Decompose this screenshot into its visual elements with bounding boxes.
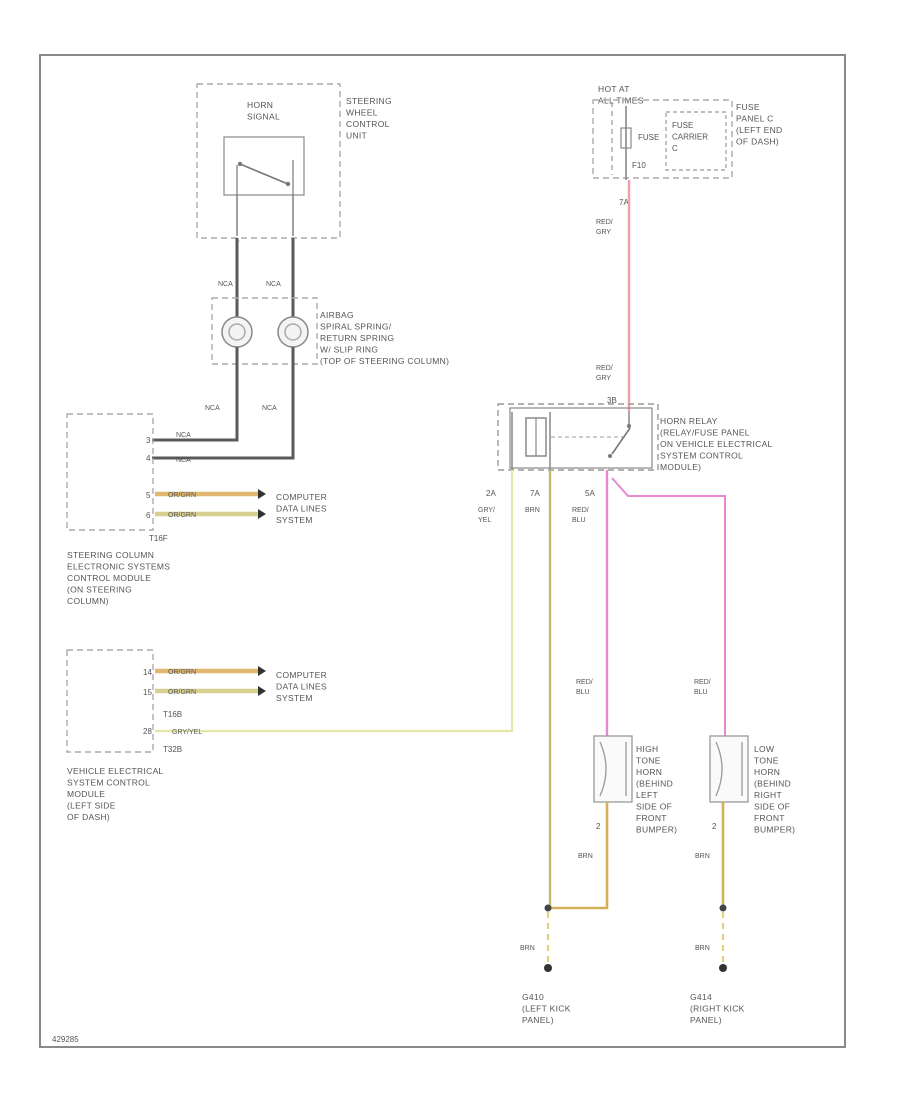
wire-brn-g2: BRN <box>695 945 710 952</box>
svg-text:T16B: T16B <box>163 710 182 719</box>
splice-left <box>544 904 552 912</box>
wire-red-blu-right <box>611 477 726 736</box>
wire-red-blu-left-label: RED/BLU <box>576 679 593 696</box>
spiral-spring-coil-right <box>277 316 309 348</box>
wire-nca-3: NCA <box>205 405 220 412</box>
svg-text:7A: 7A <box>530 489 540 498</box>
svg-text:5A: 5A <box>585 489 595 498</box>
wire-red-gry-top: RED/GRY <box>596 219 613 236</box>
horn-signal-switch <box>223 136 305 196</box>
fuse-carrier-c <box>665 111 727 171</box>
wire-nca-4: NCA <box>262 405 277 412</box>
wire-red-blu-relay: RED/BLU <box>572 507 589 524</box>
splice-right <box>719 904 727 912</box>
svg-text:·: · <box>238 238 240 245</box>
wire-or-grn-4: OR/GRN <box>168 689 196 696</box>
svg-text:6: 6 <box>146 511 151 520</box>
wire-brn-g1: BRN <box>520 945 535 952</box>
svg-text:3: 3 <box>146 436 151 445</box>
fuse-label: FUSE <box>638 133 659 142</box>
svg-text:5: 5 <box>146 491 151 500</box>
wire-or-grn-1: OR/GRN <box>168 492 196 499</box>
svg-text:F10: F10 <box>632 161 646 170</box>
wire-brn-left <box>550 802 609 910</box>
wire-nca-t16-2: NCA <box>176 457 191 464</box>
svg-text:2: 2 <box>712 822 717 831</box>
fuse-panel-c <box>592 99 733 179</box>
wire-nca-t16-1: NCA <box>176 432 191 439</box>
airbag-spiral-spring <box>211 297 318 365</box>
ground-g410 <box>544 964 552 972</box>
svg-text:14: 14 <box>143 668 152 677</box>
wire-brn-left-label: BRN <box>578 853 593 860</box>
svg-text:2: 2 <box>596 822 601 831</box>
wire-nca-2: NCA <box>266 281 281 288</box>
svg-text:7A: 7A <box>619 198 629 207</box>
wire-brn-relay: BRN <box>525 507 540 514</box>
svg-text:T32B: T32B <box>163 745 182 754</box>
svg-text:2A: 2A <box>486 489 496 498</box>
wire-red-blu-right-label: RED/BLU <box>694 679 711 696</box>
spiral-spring-coil-left <box>221 316 253 348</box>
diagram-frame <box>39 54 846 1048</box>
svg-text:4: 4 <box>146 454 151 463</box>
svg-text:15: 15 <box>143 688 152 697</box>
vehicle-electrical-module <box>66 649 154 753</box>
wire-gry-yel: GRY/YEL <box>478 507 495 524</box>
diagram-code: 429285 <box>52 1035 79 1044</box>
svg-text:28: 28 <box>143 727 152 736</box>
wire-brn-right-label: BRN <box>695 853 710 860</box>
wire-or-grn-3: OR/GRN <box>168 669 196 676</box>
wire-red-gry-mid: RED/GRY <box>596 365 613 382</box>
steering-column-module <box>66 413 154 531</box>
wire-or-grn-2: OR/GRN <box>168 512 196 519</box>
steering-wheel-control-unit <box>196 83 341 239</box>
fuse-element <box>620 127 632 149</box>
wire-gry-yel-t32: GRY/YEL <box>172 729 202 736</box>
svg-text:3B: 3B <box>607 396 617 405</box>
ground-g414 <box>719 964 727 972</box>
horn-relay-box <box>497 403 659 471</box>
wire-nca-1: NCA <box>218 281 233 288</box>
svg-text:T16F: T16F <box>149 534 168 543</box>
